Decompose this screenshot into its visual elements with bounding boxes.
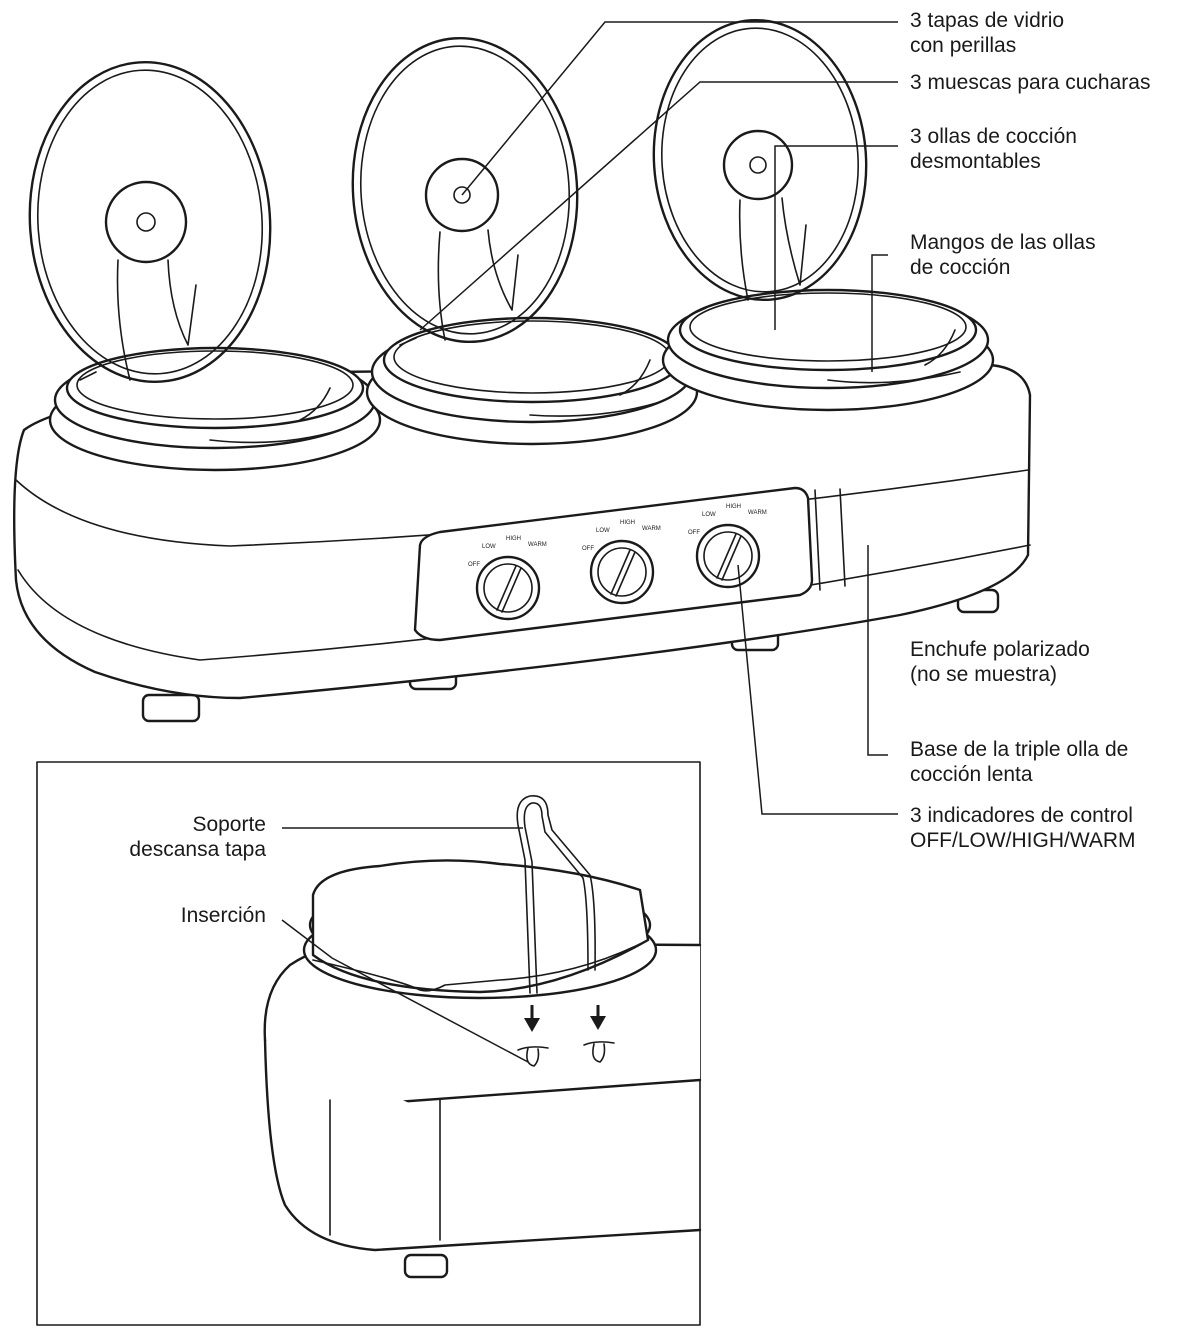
label-line: 3 indicadores de control	[910, 804, 1133, 827]
dial-1: OFF LOW HIGH WARM	[468, 536, 547, 621]
dial-label: LOW	[702, 512, 716, 518]
label-line: OFF/LOW/HIGH/WARM	[910, 829, 1136, 852]
dial-label: HIGH	[726, 504, 741, 510]
lid-3	[652, 18, 868, 302]
pot-3	[661, 288, 995, 412]
label-removable-pots: 3 ollas de cocción desmontables	[910, 124, 1077, 174]
dial-label: WARM	[642, 526, 661, 532]
label-line: descansa tapa	[129, 838, 266, 861]
label-line: Inserción	[180, 904, 266, 927]
pot-2	[365, 316, 699, 446]
label-line: 3 ollas de cocción	[910, 125, 1077, 148]
dial-3: OFF LOW HIGH WARM	[688, 504, 767, 589]
label-spoon-notches: 3 muescas para cucharas	[910, 70, 1150, 95]
dial-label: OFF	[468, 562, 480, 568]
leader-lines	[419, 21, 898, 815]
pot-1	[48, 346, 382, 472]
dial-label: LOW	[596, 528, 610, 534]
label-polarized-plug: Enchufe polarizado (no se muestra)	[910, 637, 1090, 687]
label-line: 3 muescas para cucharas	[910, 71, 1151, 94]
label-line: Enchufe polarizado	[910, 638, 1090, 661]
lid-1	[28, 60, 272, 384]
label-line: con perillas	[910, 34, 1017, 57]
cooking-pots	[48, 288, 995, 472]
label-glass-lids: 3 tapas de vidrio con perillas	[910, 8, 1064, 58]
control-dials: OFF LOW HIGH WARM OFF LOW HIGH WARM OFF …	[468, 504, 767, 621]
dial-label: OFF	[582, 546, 594, 552]
label-line: Base de la triple olla de	[910, 738, 1129, 761]
dial-label: WARM	[528, 542, 547, 548]
dial-label: OFF	[688, 530, 700, 536]
label-line: de cocción	[910, 256, 1011, 279]
label-pot-handles: Mangos de las ollas de cocción	[910, 230, 1096, 280]
label-controls: 3 indicadores de control OFF/LOW/HIGH/WA…	[910, 803, 1136, 853]
label-line: Soporte	[192, 813, 266, 836]
label-base: Base de la triple olla de cocción lenta	[910, 737, 1128, 787]
label-line: Mangos de las ollas	[910, 231, 1096, 254]
label-insertion: Inserción	[90, 903, 266, 928]
label-lid-support: Soporte descansa tapa	[90, 812, 266, 862]
label-line: 3 tapas de vidrio	[910, 9, 1065, 32]
inset-panel	[36, 761, 702, 1326]
label-line: (no se muestra)	[910, 663, 1058, 686]
dial-label: WARM	[748, 510, 767, 516]
label-line: desmontables	[910, 150, 1041, 173]
dial-label: HIGH	[506, 536, 521, 542]
dial-label: HIGH	[620, 520, 635, 526]
dial-2: OFF LOW HIGH WARM	[582, 520, 661, 605]
lid-2	[351, 36, 579, 344]
label-line: cocción lenta	[910, 763, 1033, 786]
dial-label: LOW	[482, 544, 496, 550]
